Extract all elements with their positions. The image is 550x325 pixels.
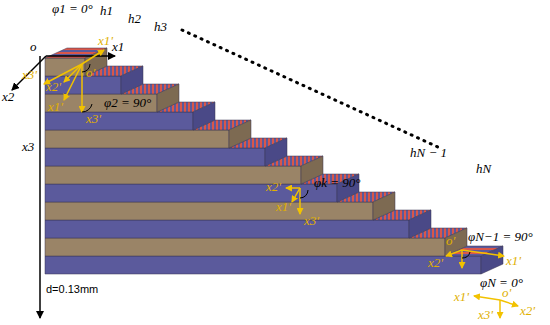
layer-end (445, 228, 467, 256)
layer-front (45, 256, 481, 274)
axis-label: φk = 90° (314, 176, 360, 189)
layer-front (45, 94, 157, 112)
axis-label: x3' (22, 68, 37, 81)
axis-label: x3 (22, 140, 34, 153)
axis-label: φ1 = 0° (52, 2, 93, 15)
dimension-label: d=0.13mm (46, 284, 98, 295)
axis-label: x1' (48, 100, 63, 113)
axis-label: x1' (454, 290, 469, 303)
layer-end (481, 246, 503, 274)
layer-front (45, 238, 445, 256)
layer-front (45, 166, 301, 184)
layer-end (121, 66, 143, 94)
layer-front (45, 184, 337, 202)
axis-label: o (30, 40, 37, 53)
layer-front (45, 112, 193, 130)
axis-label: φN−1 = 90° (468, 230, 533, 243)
layer-front (45, 202, 373, 220)
layer-front (45, 220, 409, 238)
layer-end (409, 210, 431, 238)
axis-label: x2' (520, 304, 535, 317)
axis-label: φ2 = 90° (104, 96, 151, 109)
axis-label: x2' (428, 256, 443, 269)
axis-label: hN − 1 (410, 146, 447, 159)
axis-label: x1' (98, 34, 113, 47)
axis-label: h3 (154, 20, 167, 33)
axis-label: x2' (266, 180, 281, 193)
layer-end (229, 120, 251, 148)
axis-label: h1 (100, 4, 113, 17)
axis-label: x2 (2, 90, 14, 103)
global-axes (12, 56, 115, 318)
layer-front (45, 130, 229, 148)
layer-front (45, 148, 265, 166)
axis-label: o' (502, 286, 511, 299)
layer-end (193, 102, 215, 130)
axis-label: o' (86, 66, 95, 79)
axis-label: x3' (478, 308, 493, 321)
layer-end (265, 138, 287, 166)
axis-label: x1 (112, 40, 124, 53)
axis-label: φN = 0° (480, 276, 523, 289)
angle-arcs (82, 64, 470, 258)
envelope-dots (182, 30, 440, 148)
layer-end (373, 192, 395, 220)
layer-end (157, 84, 179, 112)
axis-label: x1' (506, 254, 521, 267)
axis-label: o' (446, 234, 455, 247)
axis-label: hN (476, 162, 491, 175)
axis-label: x3' (86, 112, 101, 125)
local-axes (44, 50, 518, 318)
axis-label: x1' (276, 200, 291, 213)
axis-label: x3' (304, 214, 319, 227)
axis-label: h2 (128, 12, 141, 25)
axis-label: x2' (46, 80, 61, 93)
layer-front (45, 76, 121, 94)
